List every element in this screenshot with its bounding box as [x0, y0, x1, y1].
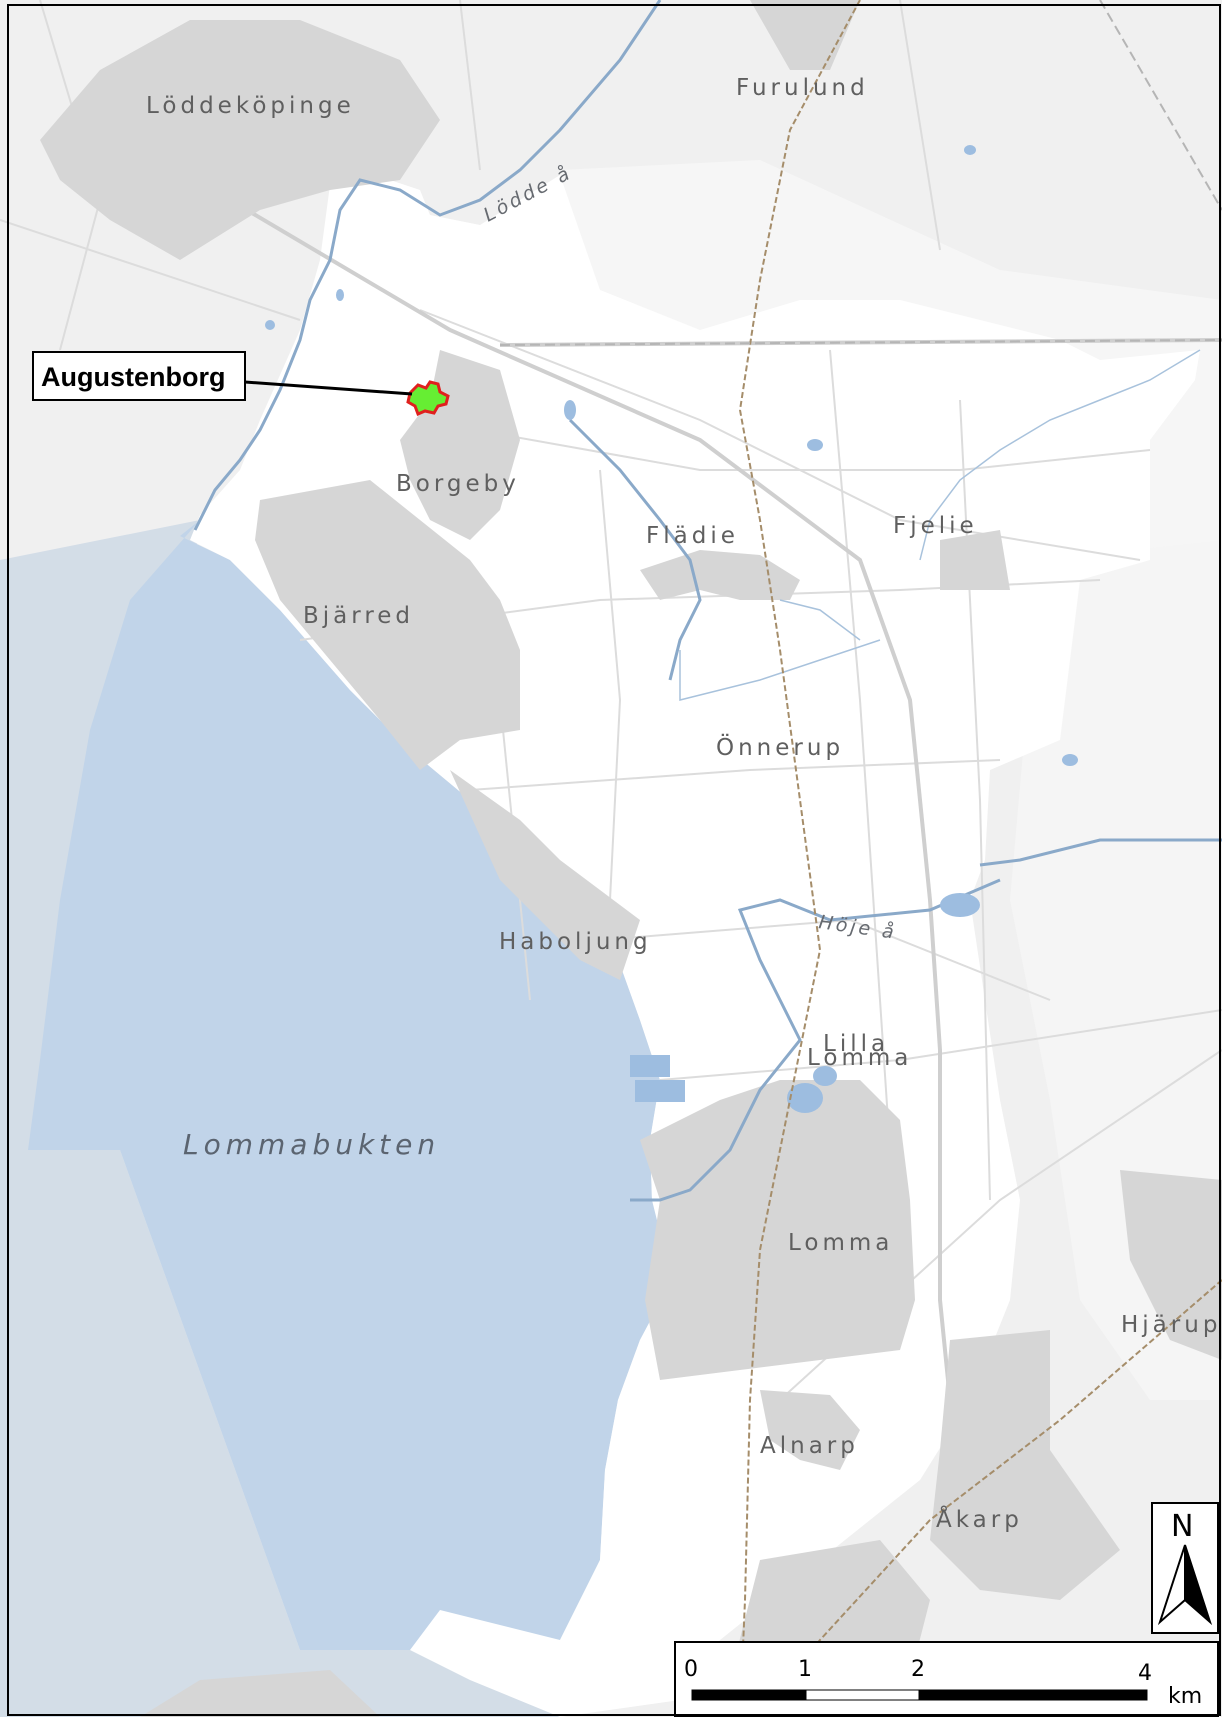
callout-leader-line: [244, 380, 413, 396]
water-bodies: [265, 145, 1078, 1113]
rivers: [193, 0, 1222, 1202]
label-lilla-lomma: Lomma: [807, 1045, 912, 1071]
label-loddekopinge: Löddeköpinge: [146, 93, 355, 119]
neighbour-area-north: [560, 160, 1222, 580]
label-fladie: Flädie: [646, 523, 739, 549]
label-lommabukten: Lommabukten: [183, 1128, 440, 1161]
callout-label: Augustenborg: [41, 362, 225, 392]
label-alnarp: Alnarp: [760, 1433, 859, 1459]
scale-tick-4: 4: [1138, 1661, 1152, 1686]
map-frame: [7, 4, 1221, 1716]
label-borgeby: Borgeby: [396, 471, 520, 497]
scale-tick-0: 0: [684, 1657, 698, 1682]
north-arrow: N: [1151, 1502, 1219, 1634]
label-haboljung: Haboljung: [499, 929, 652, 955]
label-fjelie: Fjelie: [893, 513, 978, 539]
boundaries: [499, 0, 1222, 346]
place-labels: Löddeköpinge Furulund Lödde å Borgeby Fl…: [146, 75, 1221, 1533]
urban-areas: [40, 0, 1222, 1717]
augustenborg-polygon[interactable]: [406, 380, 450, 416]
north-arrow-label: N: [1171, 1509, 1193, 1544]
scale-bar-box: [674, 1641, 1219, 1717]
scale-tick-1: 1: [798, 1657, 812, 1682]
scale-bar-segment-2-4: [918, 1689, 1148, 1701]
label-bjarred: Bjärred: [303, 603, 414, 629]
railways: [738, 0, 1222, 1717]
scale-tick-2: 2: [911, 1657, 925, 1682]
label-onnerup: Önnerup: [716, 733, 844, 761]
augustenborg-area[interactable]: [406, 380, 450, 416]
label-lilla: Lilla: [823, 1031, 889, 1057]
label-lomma: Lomma: [788, 1230, 893, 1256]
augustenborg-callout: Augustenborg: [32, 351, 413, 401]
callout-box: [32, 351, 246, 401]
label-hjarup: Hjärup: [1121, 1312, 1221, 1338]
scale-bar-segment-0-1: [691, 1689, 807, 1701]
scale-bar-segment-1-2: [805, 1689, 920, 1701]
north-arrow-right: [1184, 1544, 1213, 1626]
streams: [679, 349, 1201, 701]
label-akarp: Åkarp: [936, 1505, 1023, 1533]
lomma-bay: [28, 520, 672, 1650]
scale-bar: 0 1 2 4 km: [674, 1641, 1219, 1717]
scale-unit: km: [1168, 1684, 1202, 1709]
label-furulund: Furulund: [736, 75, 869, 101]
